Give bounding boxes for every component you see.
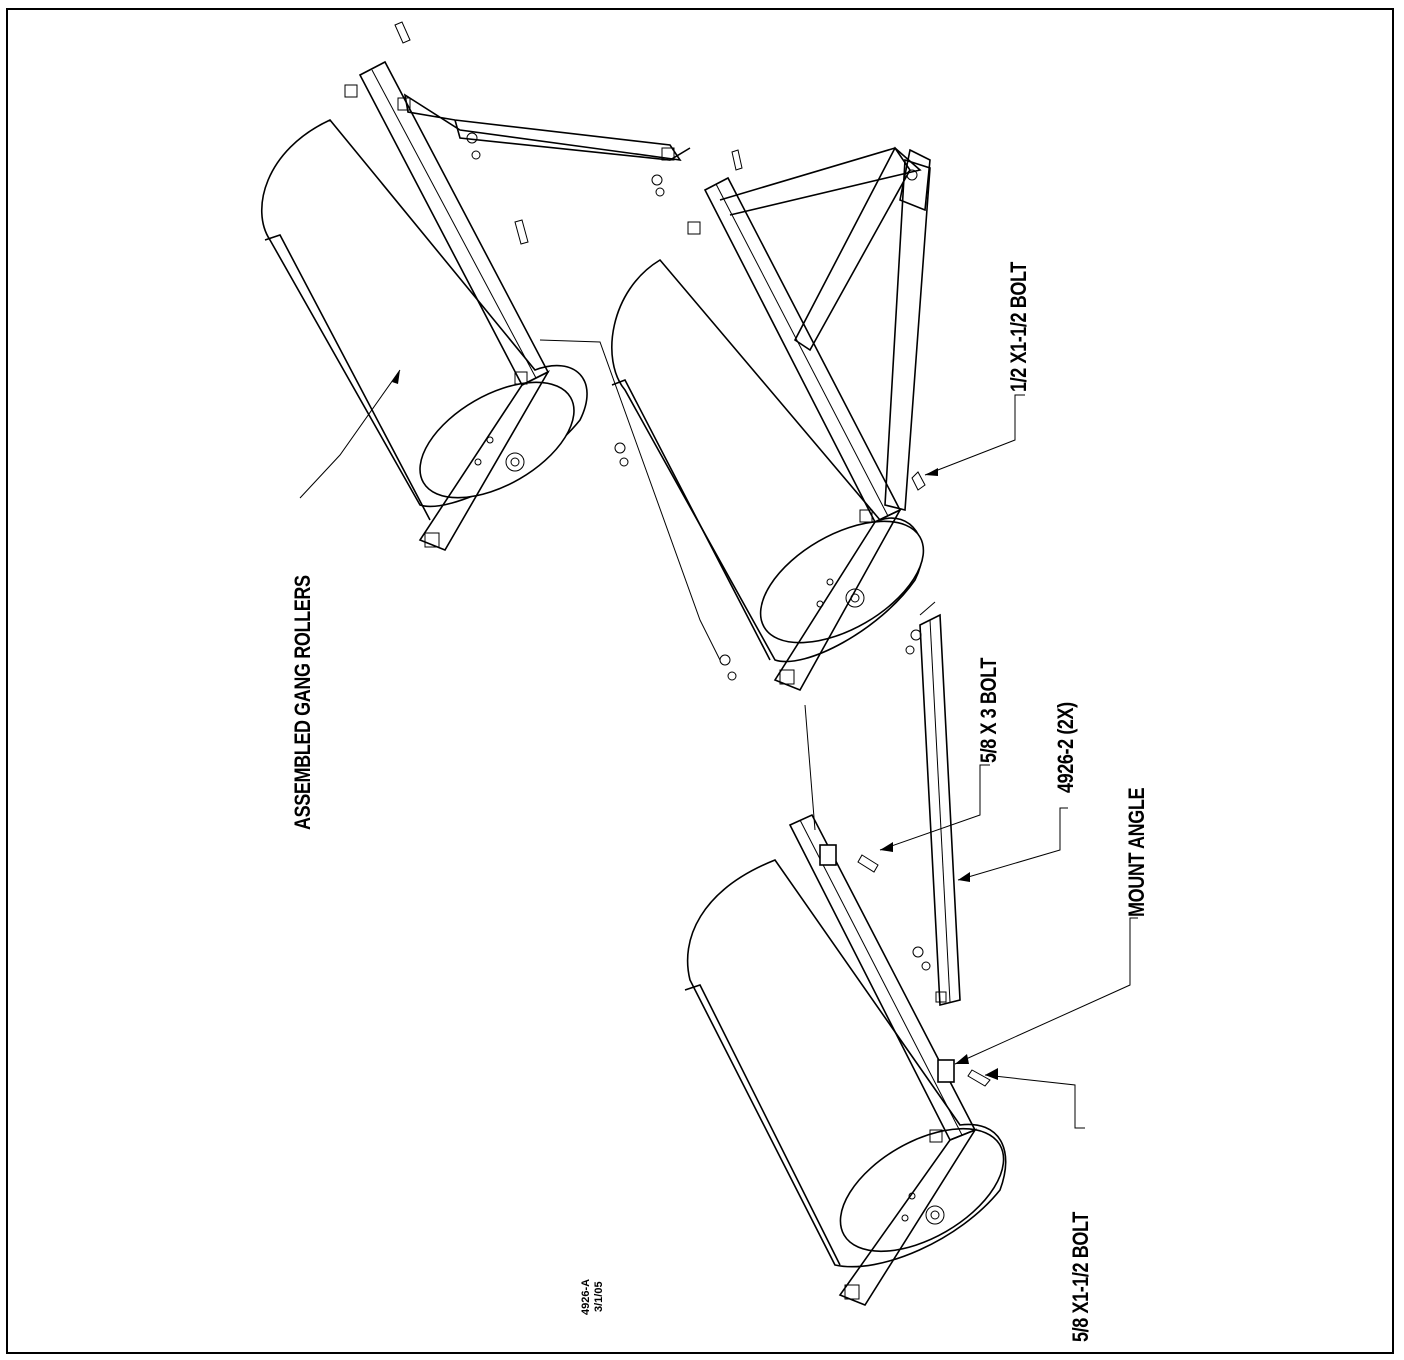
leader-lines bbox=[299, 369, 1138, 1129]
hitch-frame bbox=[719, 146, 931, 512]
label-part-number: 4926-2 (2X) bbox=[1053, 702, 1078, 793]
label-5-8x1-1-2-bolt: 5/8 X1-1/2 BOLT bbox=[1068, 1212, 1093, 1342]
roller-1 bbox=[260, 60, 588, 551]
roller-3 bbox=[684, 813, 1007, 1306]
label-half-inch-bolt: 1/2 X1-1/2 BOLT bbox=[1006, 262, 1031, 392]
label-5-8x3-bolt: 5/8 X 3 BOLT bbox=[976, 657, 1001, 763]
drawing-border bbox=[6, 8, 1394, 1354]
doc-id: 4926-A bbox=[580, 1278, 592, 1315]
roller-2 bbox=[611, 176, 925, 692]
mount-angle bbox=[919, 613, 961, 1007]
label-mount-angle: MOUNT ANGLE bbox=[1124, 787, 1149, 917]
label-assembled-gang-rollers: ASSEMBLED GANG ROLLERS bbox=[290, 575, 315, 830]
doc-date: 3/1/05 bbox=[593, 1281, 605, 1312]
upper-bracket bbox=[397, 93, 691, 162]
connector-links bbox=[539, 339, 936, 831]
fasteners bbox=[394, 21, 991, 1087]
